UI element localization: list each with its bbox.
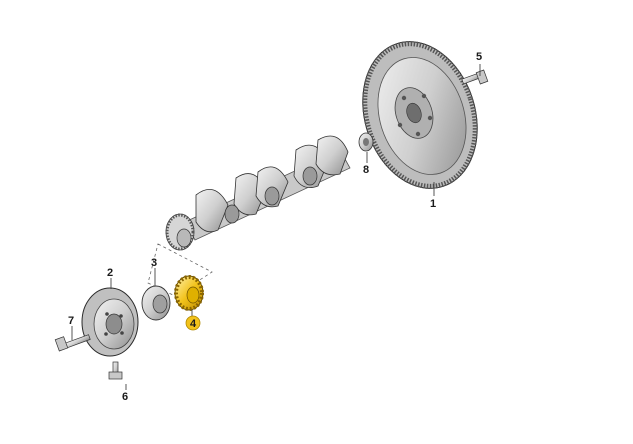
callout-8: 8 — [363, 164, 369, 176]
callout-4: 4 — [190, 318, 197, 330]
central-bolt — [54, 334, 91, 352]
hub — [141, 285, 171, 321]
flywheel-bolt — [461, 69, 489, 85]
callout-2: 2 — [107, 267, 113, 279]
flywheel — [362, 41, 478, 189]
toothed-gear — [174, 275, 204, 311]
damper-bolt — [108, 361, 123, 380]
crankshaft — [165, 135, 351, 251]
callout-5: 5 — [476, 51, 482, 63]
needle-bearing — [358, 132, 374, 152]
callout-3: 3 — [151, 257, 157, 269]
callout-1: 1 — [430, 198, 436, 210]
callout-4-highlight — [185, 315, 201, 331]
vibration-damper — [81, 287, 139, 357]
callout-6: 6 — [122, 391, 128, 403]
callout-7: 7 — [68, 315, 74, 327]
